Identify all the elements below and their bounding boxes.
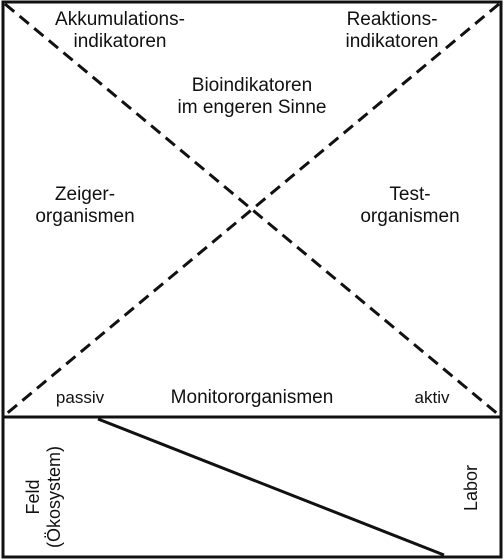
label-field-text: Feld xyxy=(23,479,43,515)
label-indicator-line2: organismen xyxy=(35,206,135,227)
label-passive-text: passiv xyxy=(55,388,105,407)
label-bioindicators-narrow: Bioindikatoren im engeren Sinne xyxy=(152,75,352,119)
label-accumulation-line2: indikatoren xyxy=(73,31,167,52)
label-bioindicators-line1: Bioindikatoren xyxy=(191,75,313,96)
label-reaction-line1: Reaktions- xyxy=(346,9,438,30)
label-indicator-line1: Zeiger- xyxy=(54,184,116,205)
label-passive: passiv xyxy=(40,388,120,408)
label-accumulation-line1: Akkumulations- xyxy=(55,9,185,30)
label-test-line2: organismen xyxy=(360,206,460,227)
field-to-lab-gradient-line xyxy=(97,417,445,557)
label-accumulation-indicators: Akkumulations- indikatoren xyxy=(40,9,200,53)
label-test-line1: Test- xyxy=(389,184,431,205)
label-active: aktiv xyxy=(392,388,472,408)
label-bioindicators-line2: im engeren Sinne xyxy=(177,97,327,118)
label-lab: Labor xyxy=(460,453,484,523)
label-test-organisms: Test- organismen xyxy=(345,184,475,228)
diagonal-top-right-to-bottom-left xyxy=(4,2,500,417)
label-monitor-organisms: Monitororganismen xyxy=(152,387,352,409)
label-active-text: aktiv xyxy=(414,388,450,407)
label-monitor-text: Monitororganismen xyxy=(170,387,334,408)
label-indicator-organisms: Zeiger- organismen xyxy=(20,184,150,228)
label-lab-text: Labor xyxy=(461,464,481,512)
label-reaction-indicators: Reaktions- indikatoren xyxy=(312,9,472,53)
label-ecosystem-text: (Ökosystem) xyxy=(44,446,64,549)
label-reaction-line2: indikatoren xyxy=(345,31,439,52)
label-field-ecosystem: Feld (Ökosystem) xyxy=(23,442,67,552)
diagonal-top-left-to-bottom-right xyxy=(4,2,500,417)
